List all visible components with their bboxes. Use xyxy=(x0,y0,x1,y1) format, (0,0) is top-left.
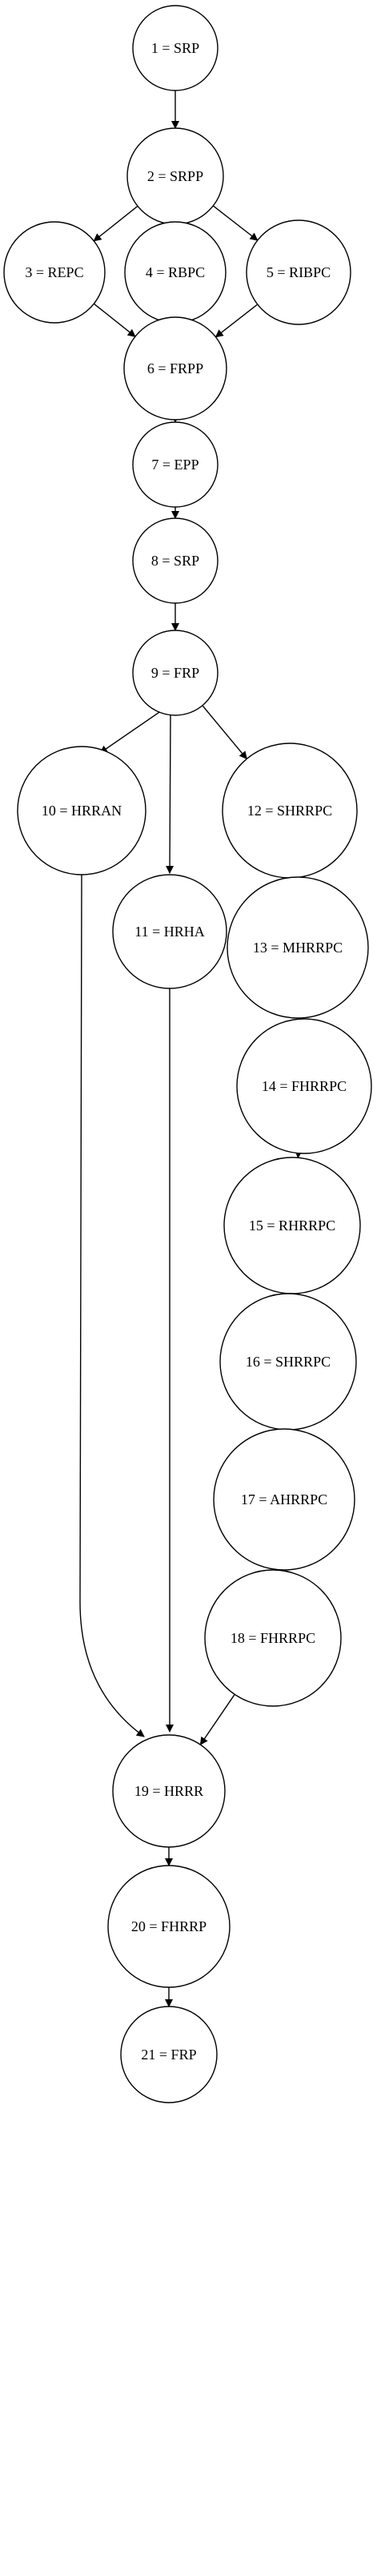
node-circle xyxy=(107,1865,231,1988)
edge-2-to-5 xyxy=(212,205,259,241)
edges xyxy=(79,91,306,2007)
node-16: 16 = SHRRPC xyxy=(219,1293,357,1431)
node-label: 16 = SHRRPC xyxy=(246,1354,331,1370)
node-label: 20 = FHRRP xyxy=(131,1918,207,1934)
node-17: 17 = AHRRPC xyxy=(213,1428,355,1571)
node-label: 19 = HRRR xyxy=(134,1783,203,1799)
node-label: 5 = RIBPC xyxy=(267,264,331,280)
node-circle xyxy=(246,219,351,325)
node-20: 20 = FHRRP xyxy=(107,1865,231,1988)
node-label: 21 = FRP xyxy=(141,2047,196,2063)
node-18: 18 = FHRRPC xyxy=(204,1569,342,1707)
node-circle xyxy=(3,221,106,324)
node-11: 11 = HRHA xyxy=(112,874,227,989)
node-12: 12 = SHRRPC xyxy=(222,743,358,879)
node-circle xyxy=(112,874,227,989)
node-circle xyxy=(213,1428,355,1571)
node-circle xyxy=(17,746,146,875)
nodes: 1 = SRP 2 = SRPP 3 = REPC 4 = RBPC 5 = RIBPC… xyxy=(3,5,372,2103)
edge-18-to-19 xyxy=(199,1693,235,1745)
edge-9-to-10 xyxy=(99,708,165,754)
node-circle xyxy=(120,2006,218,2103)
node-10: 10 = HRRAN xyxy=(17,746,146,875)
node-label: 1 = SRP xyxy=(151,40,199,56)
node-label: 4 = RBPC xyxy=(146,264,205,280)
node-13: 13 = MHRRPC xyxy=(227,876,369,1019)
node-19: 19 = HRRR xyxy=(112,1734,226,1848)
node-8: 8 = SRP xyxy=(132,517,219,604)
node-circle xyxy=(132,630,219,716)
node-4: 4 = RBPC xyxy=(124,221,227,324)
node-label: 2 = SRPP xyxy=(147,168,203,184)
node-label: 17 = AHRRPC xyxy=(241,1491,327,1507)
node-circle xyxy=(132,517,219,604)
node-15: 15 = RHRRPC xyxy=(223,1157,361,1294)
node-label: 6 = FRPP xyxy=(147,360,203,376)
node-7: 7 = EPP xyxy=(132,421,219,508)
node-14: 14 = FHRRPC xyxy=(236,1018,372,1154)
node-circle xyxy=(236,1018,372,1154)
edge-2-to-3 xyxy=(93,205,138,242)
node-label: 18 = FHRRPC xyxy=(231,1630,315,1646)
node-circle xyxy=(132,421,219,508)
node-label: 10 = HRRAN xyxy=(42,803,122,819)
edge-5-to-6 xyxy=(215,304,259,338)
edge-10-to-19 xyxy=(79,874,145,1737)
node-6: 6 = FRPP xyxy=(123,316,227,421)
node-label: 11 = HRHA xyxy=(134,924,205,940)
node-circle xyxy=(112,1734,226,1848)
node-circle xyxy=(227,876,369,1019)
node-2: 2 = SRPP xyxy=(126,127,224,225)
edge-9-to-12 xyxy=(202,705,247,760)
node-label: 8 = SRP xyxy=(151,553,199,569)
node-label: 9 = FRP xyxy=(151,665,199,681)
node-1: 1 = SRP xyxy=(132,5,219,91)
node-label: 14 = FHRRPC xyxy=(262,1078,347,1094)
node-circle xyxy=(123,316,227,421)
node-21: 21 = FRP xyxy=(120,2006,218,2103)
node-label: 12 = SHRRPC xyxy=(247,803,332,819)
node-3: 3 = REPC xyxy=(3,221,106,324)
node-9: 9 = FRP xyxy=(132,630,219,716)
node-circle xyxy=(132,5,219,91)
edge-3-to-6 xyxy=(93,303,136,337)
node-label: 15 = RHRRPC xyxy=(249,1218,335,1234)
node-5: 5 = RIBPC xyxy=(246,219,351,325)
node-circle xyxy=(204,1569,342,1707)
node-label: 3 = REPC xyxy=(25,264,83,280)
node-label: 13 = MHRRPC xyxy=(253,940,343,956)
edge-14-to-15 xyxy=(295,1149,303,1159)
node-label: 7 = EPP xyxy=(151,457,199,473)
